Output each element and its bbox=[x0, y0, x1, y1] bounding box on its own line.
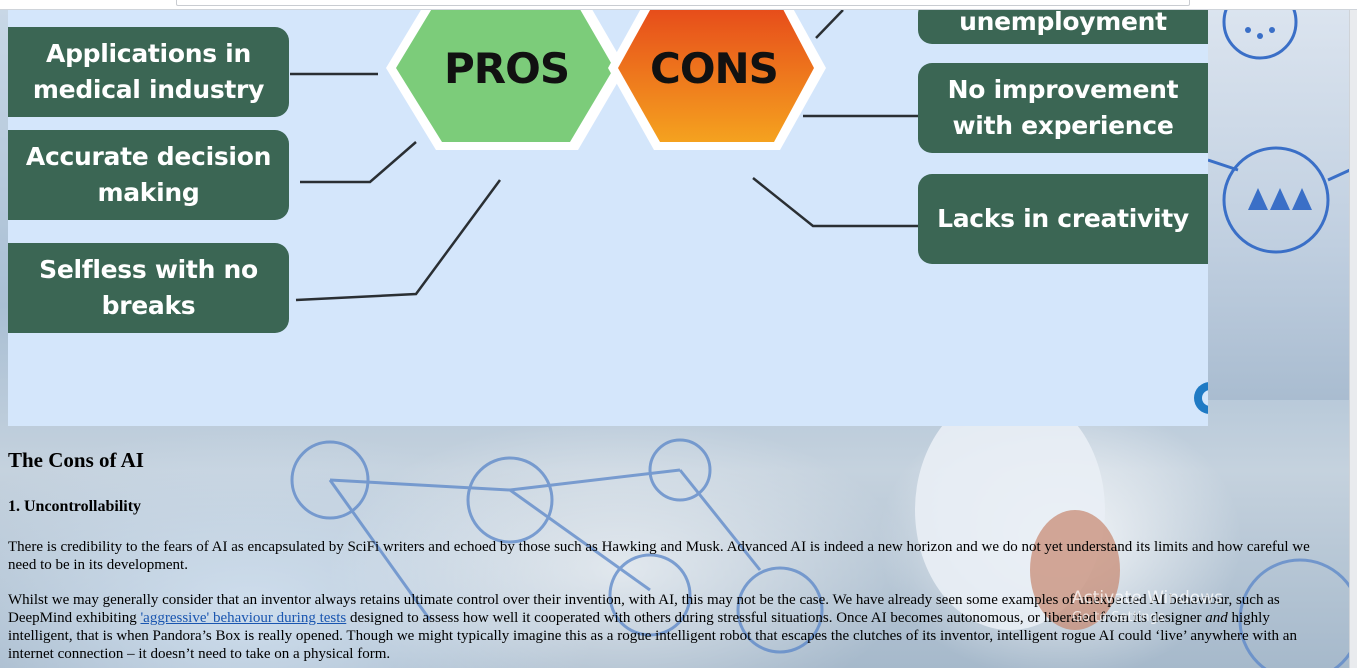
activation-watermark-subtitle: Go to Settings bbox=[1072, 610, 1165, 625]
activation-watermark-title: Activate Windows bbox=[1072, 588, 1223, 608]
scrollbar[interactable] bbox=[1349, 10, 1357, 668]
cons-item-improvement: No improvement with experience bbox=[918, 63, 1208, 153]
pros-item-line: breaks bbox=[101, 291, 196, 320]
paragraph-emphasis: and bbox=[1205, 610, 1228, 626]
paragraph-text: designed to assess how well it cooperate… bbox=[346, 610, 1206, 626]
paragraph-text: highly intelligent, that is when Pandora… bbox=[8, 610, 1297, 662]
pros-item-line: making bbox=[97, 178, 200, 207]
pros-item-medical: Applications in medical industry bbox=[8, 27, 289, 117]
address-bar[interactable] bbox=[176, 0, 1190, 6]
cons-item-line: with experience bbox=[952, 111, 1174, 140]
article-heading: The Cons of AI bbox=[8, 448, 144, 472]
paragraph-credibility: There is credibility to the fears of AI … bbox=[8, 539, 1310, 573]
article-body: The Cons of AI 1. Uncontrollability Ther… bbox=[8, 448, 1333, 663]
cons-label: CONS bbox=[650, 44, 779, 93]
pros-item-line: Applications in bbox=[46, 39, 251, 68]
background-tech-image-right bbox=[1208, 10, 1350, 400]
pros-item-line: Selfless with no bbox=[39, 255, 258, 284]
pros-label: PROS bbox=[444, 44, 570, 93]
browser-top-bar bbox=[0, 0, 1357, 10]
article-subheading: 1. Uncontrollability bbox=[8, 498, 142, 515]
connector-lines bbox=[290, 10, 918, 302]
pros-item-decision: Accurate decision making bbox=[8, 130, 289, 220]
logo-icon bbox=[1194, 382, 1208, 414]
pros-item-selfless: Selfless with no breaks bbox=[8, 243, 289, 333]
cons-item-creativity: Lacks in creativity bbox=[918, 174, 1208, 264]
aggressive-behaviour-link[interactable]: 'aggressive' behaviour during tests bbox=[140, 610, 347, 626]
pros-cons-infographic: PROS CONS Applications in medical industr… bbox=[8, 10, 1208, 426]
network-icons-decoration bbox=[290, 390, 1357, 668]
cons-item-line: No improvement bbox=[947, 75, 1179, 104]
cons-item-line: unemployment bbox=[959, 10, 1167, 36]
cons-item-line: Lacks in creativity bbox=[937, 204, 1189, 233]
paragraph-text: Whilst we may generally consider that an… bbox=[8, 592, 1280, 626]
pros-item-line: Accurate decision bbox=[25, 142, 272, 171]
pros-item-line: medical industry bbox=[32, 75, 265, 104]
cons-item-unemployment: unemployment bbox=[918, 10, 1208, 44]
paragraph-control: Whilst we may generally consider that an… bbox=[8, 591, 1333, 663]
